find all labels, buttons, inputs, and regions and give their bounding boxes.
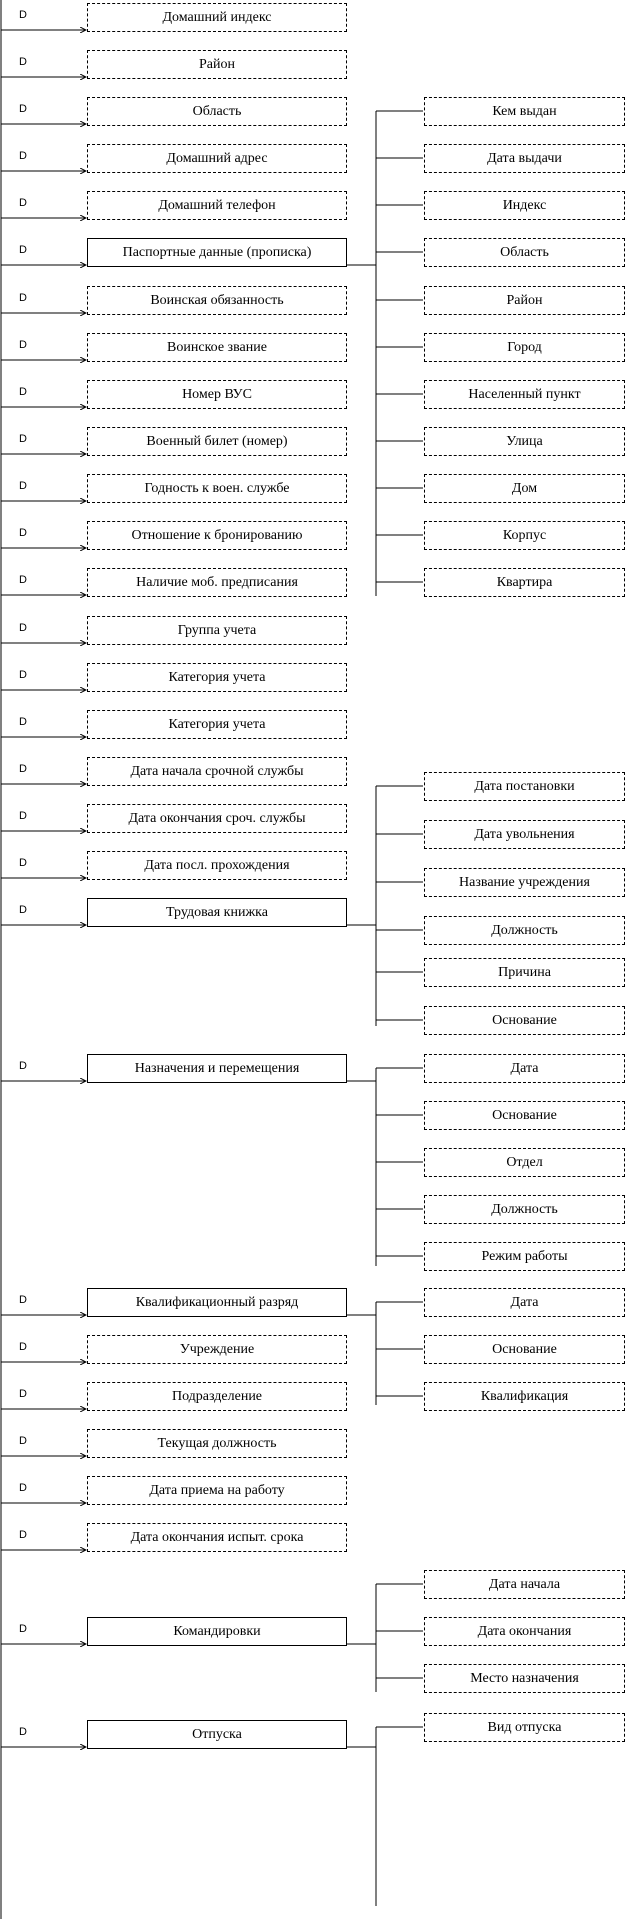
group-node: Отпуска xyxy=(87,1720,347,1749)
type-marker: D xyxy=(19,1726,27,1738)
type-marker: D xyxy=(19,1623,27,1635)
type-marker: D xyxy=(19,1388,27,1400)
attribute-node: Учреждение xyxy=(87,1335,347,1364)
type-marker: D xyxy=(19,904,27,916)
sub-attribute-node: Область xyxy=(424,238,625,267)
attribute-node: Дата окончания испыт. срока xyxy=(87,1523,347,1552)
attribute-node: Наличие моб. предписания xyxy=(87,568,347,597)
sub-attribute-node: Индекс xyxy=(424,191,625,220)
type-marker: D xyxy=(19,527,27,539)
attribute-node: Дата начала срочной службы xyxy=(87,757,347,786)
sub-attribute-node: Район xyxy=(424,286,625,315)
type-marker: D xyxy=(19,716,27,728)
attribute-node: Категория учета xyxy=(87,663,347,692)
type-marker: D xyxy=(19,103,27,115)
sub-attribute-node: Должность xyxy=(424,916,625,945)
attribute-node: Дата приема на работу xyxy=(87,1476,347,1505)
sub-attribute-node: Дата увольнения xyxy=(424,820,625,849)
sub-attribute-node: Основание xyxy=(424,1006,625,1035)
sub-attribute-node: Отдел xyxy=(424,1148,625,1177)
type-marker: D xyxy=(19,386,27,398)
attribute-node: Дата посл. прохождения xyxy=(87,851,347,880)
sub-attribute-node: Корпус xyxy=(424,521,625,550)
attribute-node: Домашний индекс xyxy=(87,3,347,32)
group-node: Паспортные данные (прописка) xyxy=(87,238,347,267)
attribute-node: Текущая должность xyxy=(87,1429,347,1458)
attribute-node: Годность к воен. службе xyxy=(87,474,347,503)
attribute-node: Район xyxy=(87,50,347,79)
type-marker: D xyxy=(19,763,27,775)
type-marker: D xyxy=(19,339,27,351)
type-marker: D xyxy=(19,1529,27,1541)
attribute-node: Номер ВУС xyxy=(87,380,347,409)
type-marker: D xyxy=(19,244,27,256)
attribute-node: Категория учета xyxy=(87,710,347,739)
sub-attribute-node: Место назначения xyxy=(424,1664,625,1693)
type-marker: D xyxy=(19,197,27,209)
attribute-node: Домашний адрес xyxy=(87,144,347,173)
group-node: Квалификационный разряд xyxy=(87,1288,347,1317)
sub-attribute-node: Улица xyxy=(424,427,625,456)
sub-attribute-node: Дом xyxy=(424,474,625,503)
attribute-node: Домашний телефон xyxy=(87,191,347,220)
sub-attribute-node: Дата начала xyxy=(424,1570,625,1599)
type-marker: D xyxy=(19,1294,27,1306)
attribute-node: Область xyxy=(87,97,347,126)
attribute-node: Военный билет (номер) xyxy=(87,427,347,456)
sub-attribute-node: Дата выдачи xyxy=(424,144,625,173)
type-marker: D xyxy=(19,56,27,68)
type-marker: D xyxy=(19,574,27,586)
attribute-node: Воинское звание xyxy=(87,333,347,362)
group-node: Назначения и перемещения xyxy=(87,1054,347,1083)
type-marker: D xyxy=(19,150,27,162)
sub-attribute-node: Город xyxy=(424,333,625,362)
sub-attribute-node: Вид отпуска xyxy=(424,1713,625,1742)
type-marker: D xyxy=(19,1435,27,1447)
type-marker: D xyxy=(19,810,27,822)
type-marker: D xyxy=(19,857,27,869)
type-marker: D xyxy=(19,1060,27,1072)
sub-attribute-node: Дата постановки xyxy=(424,772,625,801)
type-marker: D xyxy=(19,1482,27,1494)
sub-attribute-node: Квалификация xyxy=(424,1382,625,1411)
sub-attribute-node: Населенный пункт xyxy=(424,380,625,409)
attribute-node: Группа учета xyxy=(87,616,347,645)
sub-attribute-node: Причина xyxy=(424,958,625,987)
sub-attribute-node: Дата xyxy=(424,1054,625,1083)
type-marker: D xyxy=(19,292,27,304)
sub-attribute-node: Основание xyxy=(424,1335,625,1364)
type-marker: D xyxy=(19,622,27,634)
sub-attribute-node: Режим работы xyxy=(424,1242,625,1271)
sub-attribute-node: Основание xyxy=(424,1101,625,1130)
type-marker: D xyxy=(19,433,27,445)
sub-attribute-node: Квартира xyxy=(424,568,625,597)
attribute-node: Дата окончания сроч. службы xyxy=(87,804,347,833)
type-marker: D xyxy=(19,1341,27,1353)
attribute-node: Подразделение xyxy=(87,1382,347,1411)
group-node: Командировки xyxy=(87,1617,347,1646)
type-marker: D xyxy=(19,9,27,21)
group-node: Трудовая книжка xyxy=(87,898,347,927)
sub-attribute-node: Кем выдан xyxy=(424,97,625,126)
sub-attribute-node: Название учреждения xyxy=(424,868,625,897)
type-marker: D xyxy=(19,480,27,492)
sub-attribute-node: Дата xyxy=(424,1288,625,1317)
sub-attribute-node: Дата окончания xyxy=(424,1617,625,1646)
type-marker: D xyxy=(19,669,27,681)
sub-attribute-node: Должность xyxy=(424,1195,625,1224)
attribute-node: Отношение к бронированию xyxy=(87,521,347,550)
attribute-node: Воинская обязанность xyxy=(87,286,347,315)
